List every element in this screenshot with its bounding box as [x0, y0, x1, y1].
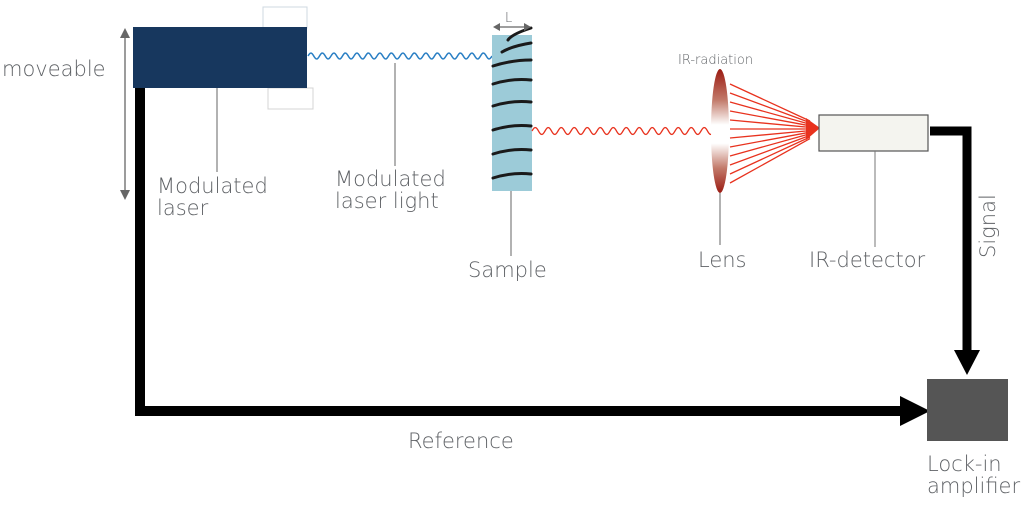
ir-emission-wave	[531, 126, 713, 136]
wave-front-arc	[491, 78, 533, 86]
ir-ray	[729, 138, 811, 184]
laser-mount-top	[262, 6, 308, 29]
wave-front-arc	[491, 100, 533, 108]
ir-ray	[729, 134, 811, 166]
reference-line	[135, 88, 930, 426]
sample-label: Sample	[468, 258, 547, 282]
ir-rays	[729, 83, 811, 184]
moveable-arrow	[120, 28, 130, 200]
lock-in-label-line1: Lock-in	[927, 452, 1002, 476]
ir-detector-label: IR-detector	[809, 248, 926, 272]
lens	[711, 69, 729, 193]
lens-label: Lens	[698, 248, 747, 272]
ir-ray	[729, 101, 811, 125]
ir-ray	[729, 92, 811, 124]
laser-label-line2: laser	[157, 196, 209, 221]
modulated-laser-light-wave	[307, 52, 493, 60]
wave-front-arc	[491, 58, 533, 68]
laser-label: Modulated laser	[157, 175, 268, 219]
wave-front-arc	[491, 172, 533, 180]
lock-in-amplifier	[927, 379, 1008, 441]
signal-line	[930, 126, 980, 375]
reference-label: Reference	[408, 429, 514, 453]
thickness-label: L	[505, 11, 513, 26]
laser	[133, 27, 307, 88]
ir-ray	[729, 133, 811, 157]
lock-in-label-line2: amplifier	[927, 474, 1021, 499]
wave-front-arc	[491, 148, 533, 156]
ir-ray	[729, 136, 811, 175]
lock-in-label: Lock-in amplifier	[927, 453, 1020, 497]
wave-front-arc	[491, 124, 533, 132]
moveable-label: moveable	[2, 57, 106, 81]
wave-front-arc	[506, 26, 533, 42]
laser-light-label-line2: laser light	[335, 189, 439, 214]
laser-light-label-line1: Modulated	[335, 167, 446, 191]
signal-label: Signal	[976, 194, 1000, 258]
laser-label-line1: Modulated	[157, 174, 268, 198]
laser-mount-bottom	[267, 87, 314, 110]
thickness-arrow	[493, 23, 531, 31]
thermal-wave-fronts	[491, 26, 533, 180]
ir-ray	[729, 83, 811, 122]
ir-ray	[729, 131, 811, 148]
ir-radiation-label: IR-radiation	[678, 53, 754, 68]
ir-ray	[729, 129, 811, 139]
laser-light-label: Modulated laser light	[335, 168, 446, 212]
sample	[491, 26, 533, 191]
ir-detector	[818, 114, 929, 152]
wave-front-arc	[500, 41, 533, 54]
ir-focus-cone	[806, 118, 820, 140]
ir-ray	[729, 110, 811, 127]
ir-ray	[729, 119, 811, 129]
